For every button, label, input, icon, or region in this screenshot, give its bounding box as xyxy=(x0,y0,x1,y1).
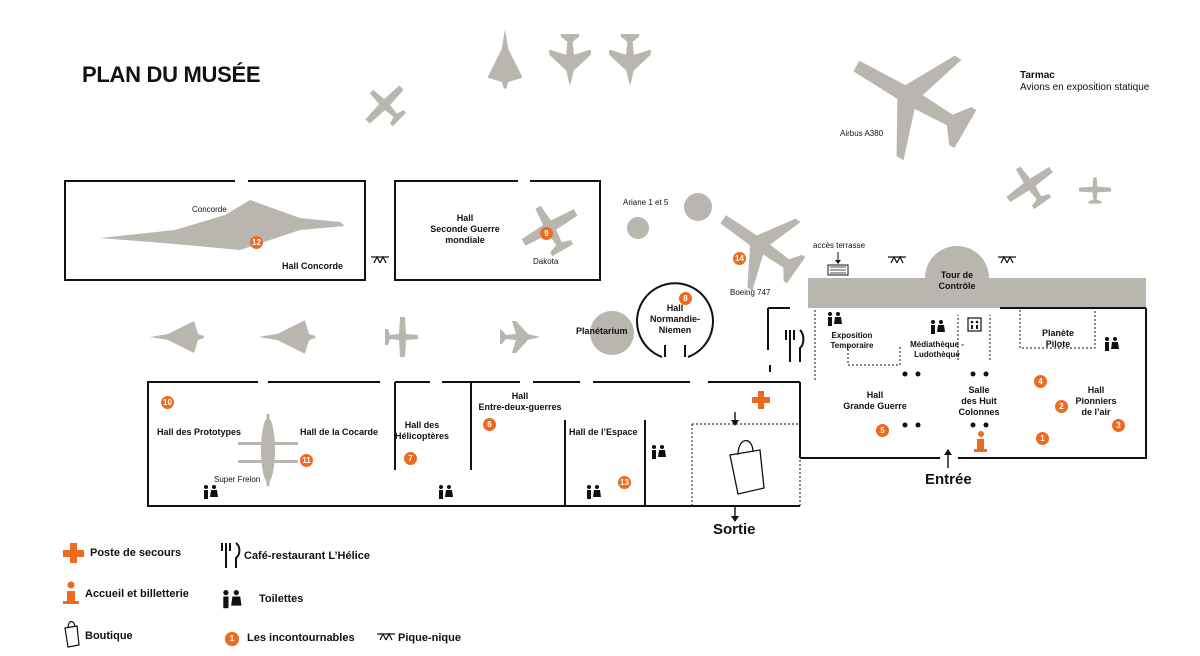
hall-helicopteres: Hall des Hélicoptères xyxy=(394,420,450,441)
info-map-icon xyxy=(974,431,987,452)
columns xyxy=(902,371,989,428)
hall-prototypes: Hall des Prototypes xyxy=(157,427,242,437)
boutique-bag-icon xyxy=(729,439,765,495)
page-title: PLAN DU MUSÉE xyxy=(82,62,261,87)
legend-cafe: Café-restaurant L’Hélice xyxy=(244,550,370,562)
legend-incontournables-badge: 1 xyxy=(225,632,239,646)
badge-10: 10 xyxy=(161,396,174,409)
label-ariane: Ariane 1 et 5 xyxy=(623,198,669,207)
badge-5: 5 xyxy=(876,424,889,437)
legend-accueil: Accueil et billetterie xyxy=(85,588,189,600)
hall-entre-deux-guerres: Hall Entre-deux-guerres xyxy=(478,391,562,412)
legend-pique-nique: Pique-nique xyxy=(398,632,461,644)
badge-1: 1 xyxy=(1036,432,1049,445)
badge-14: 14 xyxy=(733,252,746,265)
badge-6: 6 xyxy=(483,418,496,431)
planetarium-label: Planétarium xyxy=(576,326,628,336)
label-super-frelon: Super Frelon xyxy=(214,475,261,484)
planete-pilote: Planète Pilote xyxy=(1041,328,1075,349)
elevator-icon xyxy=(967,317,982,332)
badge-3: 3 xyxy=(1112,419,1125,432)
badge-12: 12 xyxy=(250,236,263,249)
hall-cocarde: Hall de la Cocarde xyxy=(300,427,379,437)
picnic-icons xyxy=(371,255,1016,264)
partitions xyxy=(691,310,1096,506)
entrance-entree: Entrée xyxy=(925,471,972,488)
hall-seconde-guerre: Hall Seconde Guerre mondiale xyxy=(430,213,500,245)
tour-de-controle: Tour de Contrôle xyxy=(938,270,976,291)
first-aid-map-icon xyxy=(752,391,770,409)
exit-sortie: Sortie xyxy=(713,521,756,538)
tarmac-subtitle: Avions en exposition statique xyxy=(1020,82,1150,93)
legend-boutique: Boutique xyxy=(85,630,133,642)
mediatheque-ludotheque: Médiathèque - Ludothèque xyxy=(910,340,964,359)
aircraft-silhouettes xyxy=(100,29,1146,486)
toilet-icons xyxy=(204,312,1119,499)
badge-7: 7 xyxy=(404,452,417,465)
terrace-access xyxy=(827,252,849,276)
tarmac-title: Tarmac xyxy=(1020,70,1055,81)
badge-4: 4 xyxy=(1034,375,1047,388)
direction-arrows xyxy=(734,412,949,518)
badge-8: 8 xyxy=(679,292,692,305)
label-dakota: Dakota xyxy=(533,257,559,266)
hall-normandie-niemen: Hall Normandie- Niemen xyxy=(649,303,701,335)
label-a380: Airbus A380 xyxy=(840,129,884,138)
badge-11: 11 xyxy=(300,454,313,467)
salle-huit-colonnes: Salle des Huit Colonnes xyxy=(958,385,1000,417)
legend-toilettes: Toilettes xyxy=(259,593,304,605)
label-concorde: Concorde xyxy=(192,205,227,214)
badge-9: 9 xyxy=(540,227,553,240)
legend-secours: Poste de secours xyxy=(90,547,182,559)
hall-pionniers: Hall Pionniers de l’air xyxy=(1075,385,1117,417)
cafe-map-icon xyxy=(785,329,805,362)
museum-walls xyxy=(64,180,1147,507)
badge-13: 13 xyxy=(618,476,631,489)
exposition-temporaire: Exposition Temporaire xyxy=(830,331,874,350)
acces-terrasse: accès terrasse xyxy=(813,241,866,250)
legend-incontournables: Les incontournables xyxy=(247,632,355,644)
label-boeing: Boeing 747 xyxy=(730,288,771,297)
hall-concorde: Hall Concorde xyxy=(282,261,344,271)
badge-2: 2 xyxy=(1055,400,1068,413)
hall-espace: Hall de l’Espace xyxy=(569,427,638,437)
hall-grande-guerre: Hall Grande Guerre xyxy=(843,390,907,411)
